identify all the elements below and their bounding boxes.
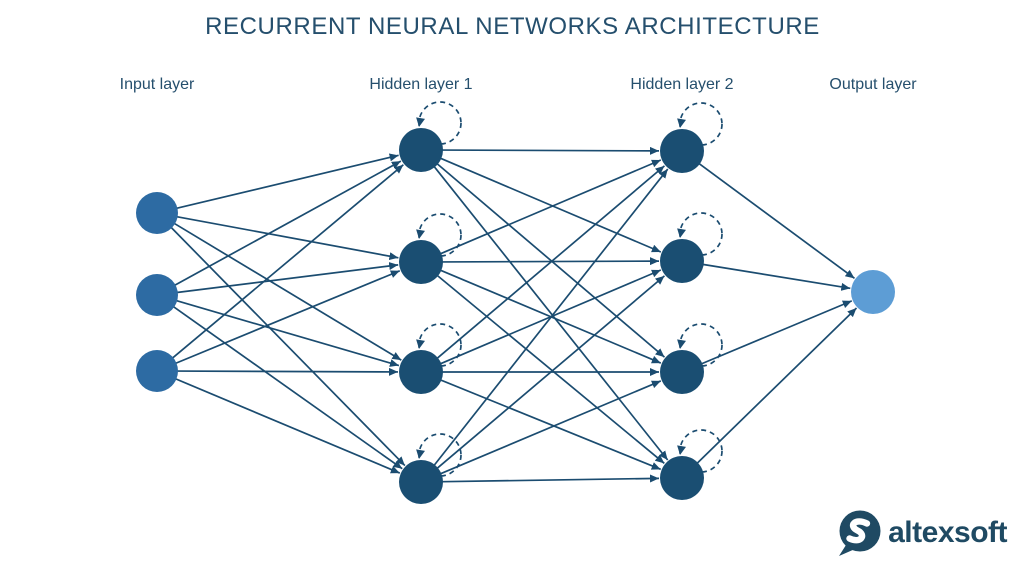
node-hidden2 [660, 456, 704, 500]
layer-label-hidden2: Hidden layer 2 [630, 76, 734, 93]
node-hidden1 [399, 240, 443, 284]
node-hidden1 [399, 350, 443, 394]
node-hidden2 [660, 239, 704, 283]
layer-label-hidden1: Hidden layer 1 [369, 76, 473, 93]
logo-s-glyph [846, 518, 871, 544]
altexsoft-logo-icon [839, 510, 881, 556]
node-input [136, 350, 178, 392]
altexsoft-logo: altexsoft [838, 509, 1007, 557]
node-input [136, 192, 178, 234]
altexsoft-logo-text: altexsoft [888, 516, 1007, 549]
node-hidden2 [660, 129, 704, 173]
diagram-title: RECURRENT NEURAL NETWORKS ARCHITECTURE [205, 13, 820, 40]
node-input [136, 274, 178, 316]
node-output [851, 270, 895, 314]
layer-label-input: Input layer [119, 76, 195, 93]
layer-label-output: Output layer [829, 76, 917, 93]
node-hidden1 [399, 128, 443, 172]
node-hidden2 [660, 350, 704, 394]
node-hidden1 [399, 460, 443, 504]
